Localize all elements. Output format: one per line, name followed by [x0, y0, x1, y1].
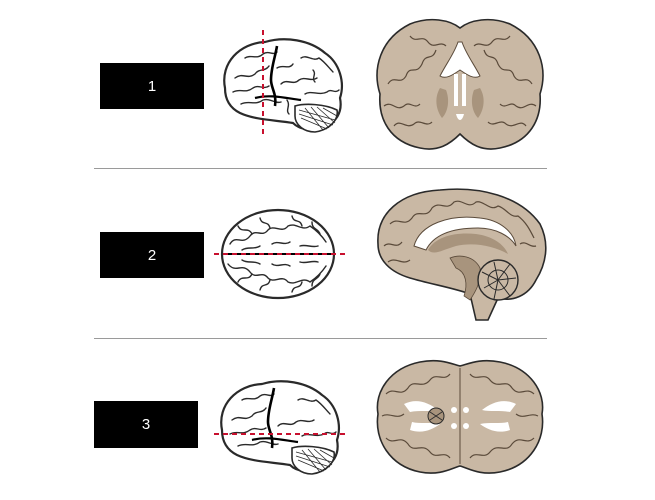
coronal-section-image: [376, 18, 544, 150]
divider-1: [94, 168, 547, 169]
lateral-brain-icon: [223, 30, 343, 134]
sagittal-section-image: [377, 188, 547, 321]
row-axial: 3: [0, 340, 655, 500]
label-box-2: 2: [100, 232, 204, 278]
label-text-1: 1: [147, 77, 157, 95]
row-sagittal: 2: [0, 170, 655, 330]
label-text-3: 3: [141, 416, 151, 433]
label-text-2: 2: [147, 246, 157, 264]
row-coronal: 1: [0, 0, 655, 160]
lateral-brain-axial-icon: [214, 380, 348, 475]
divider-2: [94, 338, 547, 339]
label-box-3: 3: [94, 401, 198, 448]
axial-section-image: [376, 359, 544, 474]
top-view-brain-icon: [214, 208, 348, 300]
label-box-1: 1: [100, 63, 204, 109]
